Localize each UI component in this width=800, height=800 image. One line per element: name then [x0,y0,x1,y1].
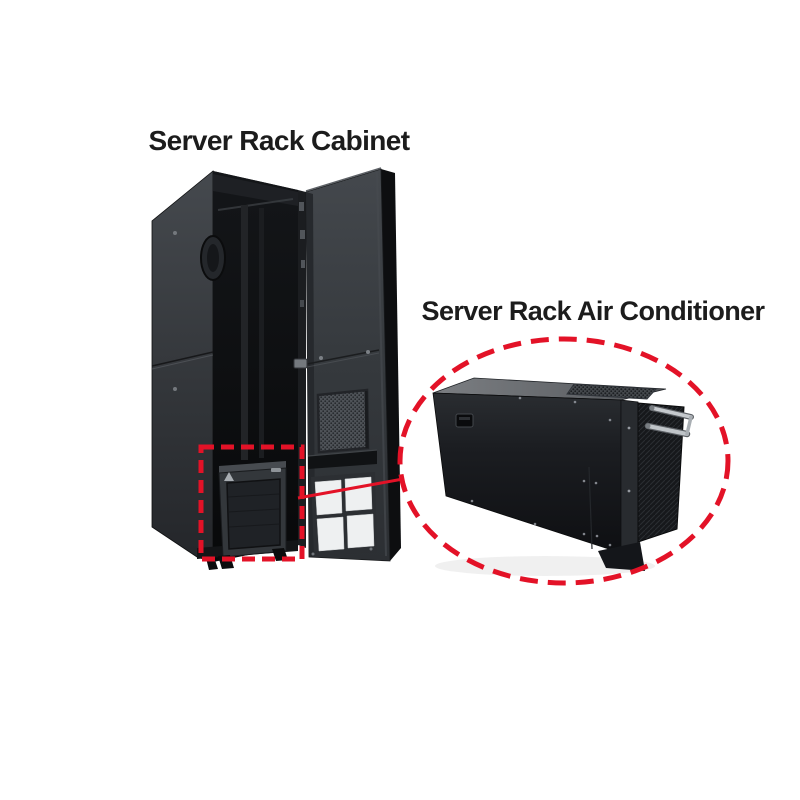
door-outer-edge [381,169,401,561]
side-panel-seam-highlight [151,354,214,370]
callout-annotations [198,336,731,586]
rack-ac-slat [227,493,280,498]
hinge-hardware [299,202,304,211]
door-top-edge [305,167,382,192]
ac-mounting-flange [620,399,639,557]
door-window-pane [314,479,343,516]
rack-cabinet-illustration [151,167,401,570]
rack-ac-vent [226,478,281,550]
ac-handle-recess-slot [459,417,470,420]
door-filter-shadow [364,390,369,449]
rack-ac-slat [227,508,280,513]
ac-top-vent [566,383,658,400]
door-latch [293,358,308,369]
door-screw [311,552,315,556]
cabinet-door [293,167,401,562]
door-screw [319,356,323,360]
door-pocket-highlight [307,449,378,457]
ac-handle [644,405,694,438]
door-seam-highlight [306,352,380,368]
cable-grommet-center [207,244,219,272]
ac-front-screws [470,396,612,547]
rack-ac-label [271,468,281,472]
cabinet-title: Server Rack Cabinet [148,125,411,156]
door-screw [366,350,370,354]
door-window-pane [344,476,373,512]
door-window-pane [316,516,345,552]
door-filter-vent [316,388,370,454]
ac-title: Server Rack Air Conditioner [421,296,766,326]
hinge-hardware [300,300,304,307]
ac-front-seam [588,466,593,550]
door-window-pane [346,513,375,549]
side-panel-screw [173,231,177,235]
highlight-dashed-ellipse [397,336,731,586]
side-panel-screw [173,387,177,391]
ac-handle-recess [455,413,474,428]
rack-ac-top-edge [219,461,286,474]
interior-rail [259,208,264,458]
rack-ac-logo-icon [224,472,234,481]
interior-brace [217,198,294,211]
rack-ac-slat [228,523,281,528]
ac-unit-illustration [432,377,694,576]
ac-bottom-edge [598,542,645,571]
ac-ground-shadow [435,556,655,576]
ac-side-vent-panel [637,402,685,543]
rack-mounted-ac-unit [218,461,288,569]
door-edge-highlight [376,171,387,557]
interior-roof [213,174,298,206]
highlight-dashed-rect [198,444,305,562]
callout-connector-line [297,477,404,500]
hinge-hardware [300,230,305,239]
side-panel-seam [151,351,214,367]
hinge-hardware [301,260,305,268]
interior-rail [241,205,248,460]
door-screw [369,547,373,551]
